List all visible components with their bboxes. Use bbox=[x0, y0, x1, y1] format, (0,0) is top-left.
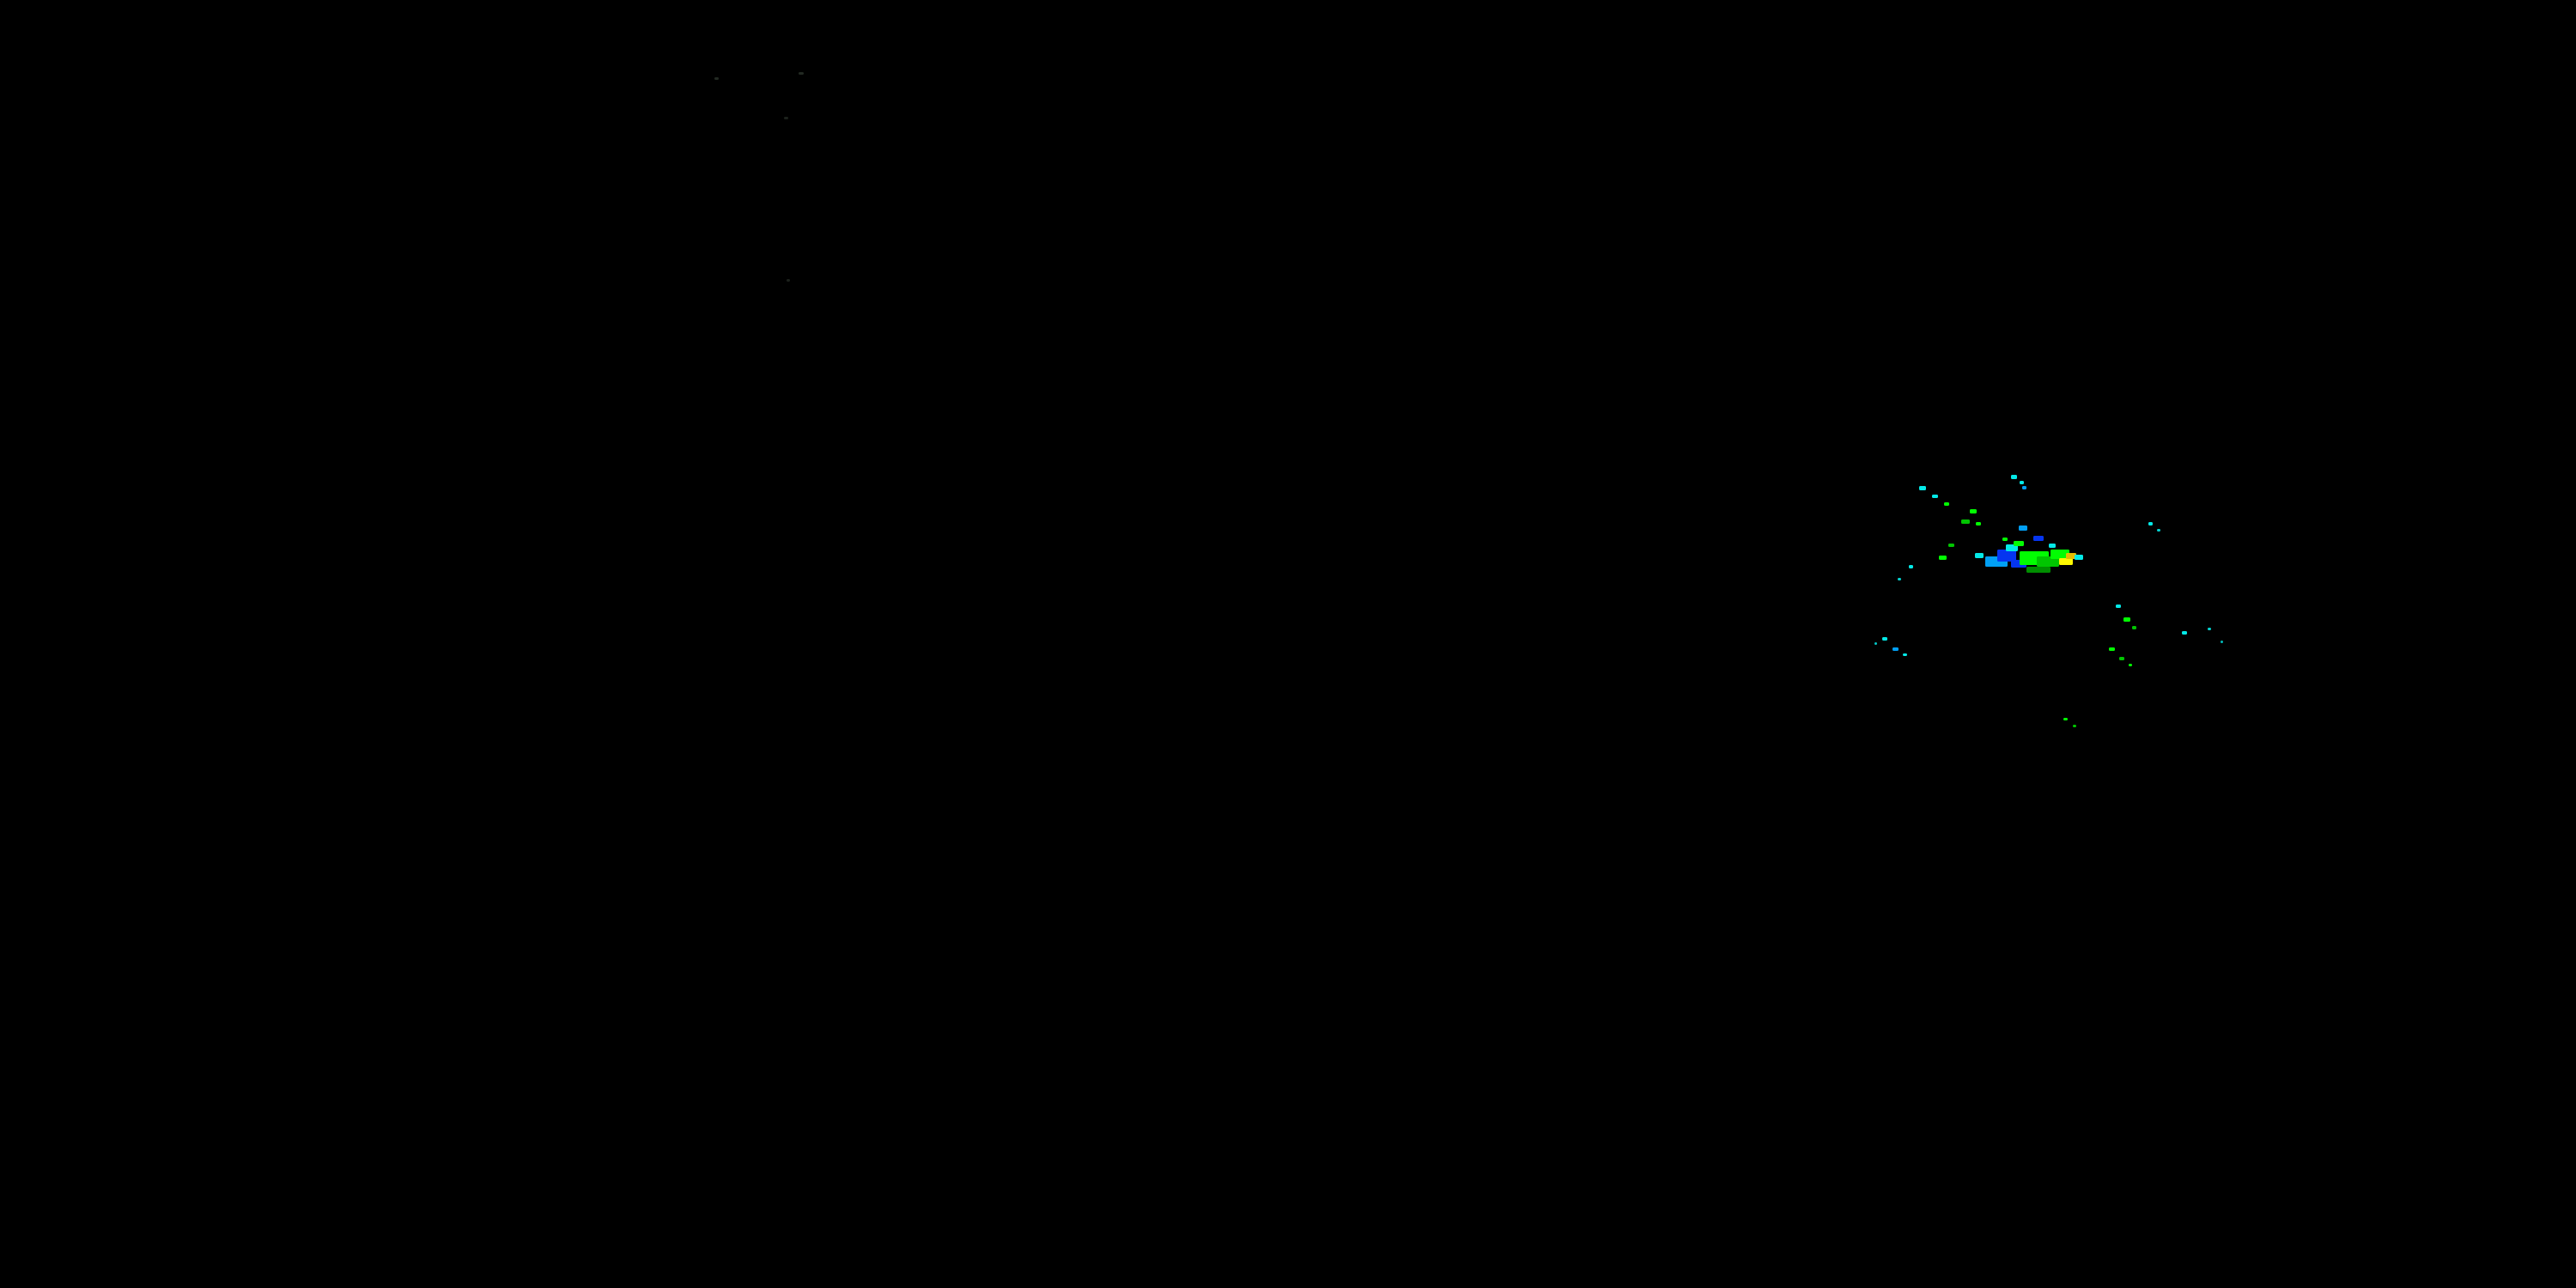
radar-echo bbox=[2020, 481, 2024, 484]
radar-echo bbox=[784, 117, 788, 119]
radar-echo bbox=[2119, 657, 2124, 660]
radar-echo bbox=[2116, 605, 2121, 608]
radar-echo bbox=[2050, 550, 2069, 559]
radar-echo bbox=[1903, 653, 1907, 656]
radar-echo bbox=[2022, 486, 2026, 489]
radar-echo bbox=[799, 72, 804, 75]
radar-echo bbox=[1939, 556, 1947, 560]
radar-echo bbox=[2123, 617, 2130, 622]
radar-echo bbox=[1997, 550, 2016, 562]
radar-echo bbox=[2075, 555, 2083, 560]
radar-echo bbox=[2109, 647, 2115, 651]
radar-echo bbox=[1961, 519, 1970, 524]
radar-echo bbox=[2208, 628, 2211, 630]
radar-echo bbox=[1948, 544, 1954, 547]
radar-echo bbox=[2026, 567, 2050, 573]
radar-echo bbox=[2063, 718, 2068, 720]
radar-echo bbox=[2221, 641, 2223, 643]
radar-echo bbox=[714, 77, 719, 80]
radar-echo bbox=[2132, 626, 2136, 629]
radar-echo bbox=[2019, 526, 2027, 531]
radar-echo bbox=[1909, 565, 1913, 568]
radar-echo bbox=[2182, 631, 2187, 635]
radar-echo bbox=[2011, 475, 2017, 479]
radar-echo bbox=[2002, 538, 2008, 541]
radar-echo bbox=[1976, 522, 1981, 526]
radar-echo bbox=[2033, 536, 2044, 541]
radar-echo bbox=[2059, 558, 2073, 565]
radar-echo bbox=[787, 279, 790, 282]
radar-echo bbox=[2049, 544, 2056, 548]
radar-echo bbox=[1882, 637, 1887, 641]
radar-echo bbox=[2148, 522, 2153, 526]
radar-echo bbox=[1975, 553, 1984, 558]
radar-echo bbox=[1970, 509, 1977, 513]
radar-echo bbox=[1932, 495, 1938, 498]
radar-echo bbox=[2014, 541, 2024, 546]
radar-echo bbox=[1944, 502, 1949, 506]
radar-echo bbox=[2157, 529, 2160, 532]
radar-echo bbox=[2129, 664, 2132, 666]
radar-echo bbox=[2073, 725, 2076, 727]
radar-echo bbox=[1893, 647, 1899, 651]
radar-echo bbox=[1898, 578, 1901, 580]
radar-echo bbox=[1919, 486, 1926, 490]
radar-echo bbox=[2066, 553, 2076, 559]
radar-echo bbox=[1874, 642, 1877, 645]
